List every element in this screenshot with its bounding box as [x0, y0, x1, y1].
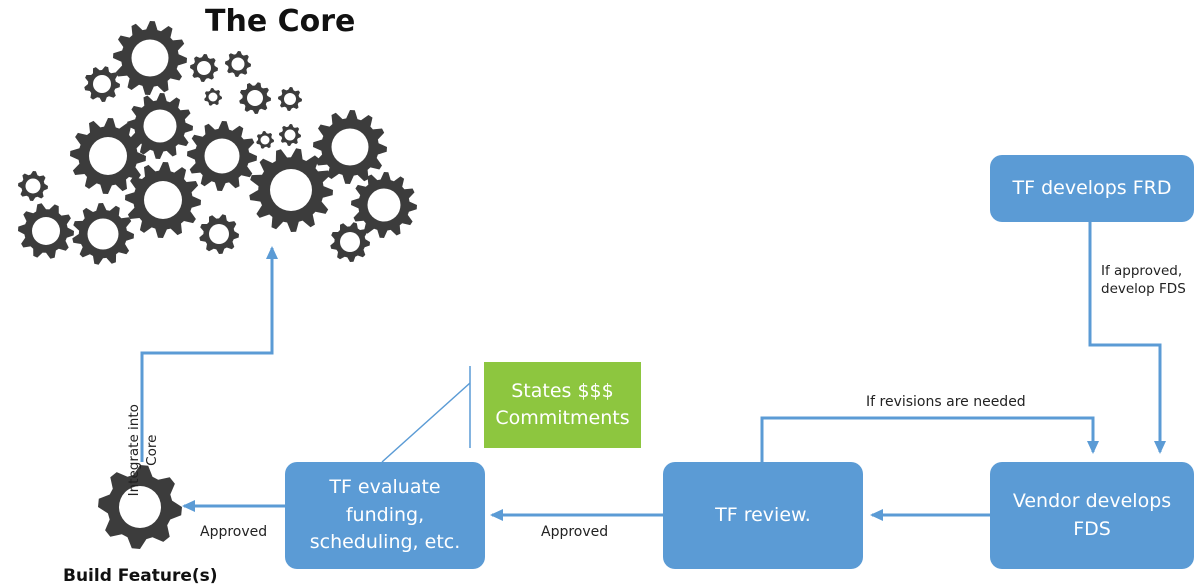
core-gear-icon: [113, 21, 187, 95]
note-callout-diagonal: [381, 382, 471, 463]
core-gear-icon: [199, 214, 239, 254]
arrow-frd-to-fds: [1088, 222, 1166, 454]
core-gear-icon: [72, 203, 134, 265]
label-integrate: Integrate into Core: [125, 404, 160, 497]
core-gear-icon: [127, 93, 193, 159]
build-gear-shape: [98, 465, 182, 549]
label-if-approved: If approved, develop FDS: [1101, 263, 1186, 298]
arrow-build-to-core: [140, 246, 278, 462]
core-gear-icon: [18, 203, 74, 259]
core-gear-icon: [249, 148, 333, 232]
core-gear-icon: [204, 88, 222, 106]
box-tf-evaluate: TF evaluate funding, scheduling, etc.: [285, 462, 485, 569]
core-gear-icon: [313, 110, 387, 184]
arrow-revisions: [760, 416, 1099, 462]
box-tf-review: TF review.: [663, 462, 863, 569]
box-vendor-develops-fds: Vendor develops FDS: [990, 462, 1194, 569]
core-gear-icon: [84, 66, 120, 102]
label-approved-review: Approved: [541, 524, 609, 540]
core-gear-icon: [125, 162, 201, 238]
core-gear-icon: [239, 82, 271, 114]
core-gear-icon: [187, 121, 257, 191]
box-tf-develops-frd: TF develops FRD: [990, 155, 1194, 222]
label-approved-build: Approved: [200, 524, 268, 540]
note-states-commitments: States $$$ Commitments: [484, 362, 641, 448]
core-gear-icon: [351, 172, 417, 238]
core-gear-icon: [279, 124, 301, 146]
build-gear-icon: [98, 465, 182, 549]
core-gear-icon: [225, 51, 251, 77]
core-gear-icon: [190, 54, 218, 82]
core-gear-icon: [18, 171, 48, 201]
core-gear-icon: [278, 87, 302, 111]
core-gear-icon: [330, 222, 370, 262]
label-revisions: If revisions are needed: [866, 394, 1026, 410]
core-gear-icon: [70, 118, 146, 194]
core-title: The Core: [205, 4, 356, 39]
core-gear-icon: [256, 131, 274, 149]
build-feature-caption: Build Feature(s): [63, 566, 218, 586]
